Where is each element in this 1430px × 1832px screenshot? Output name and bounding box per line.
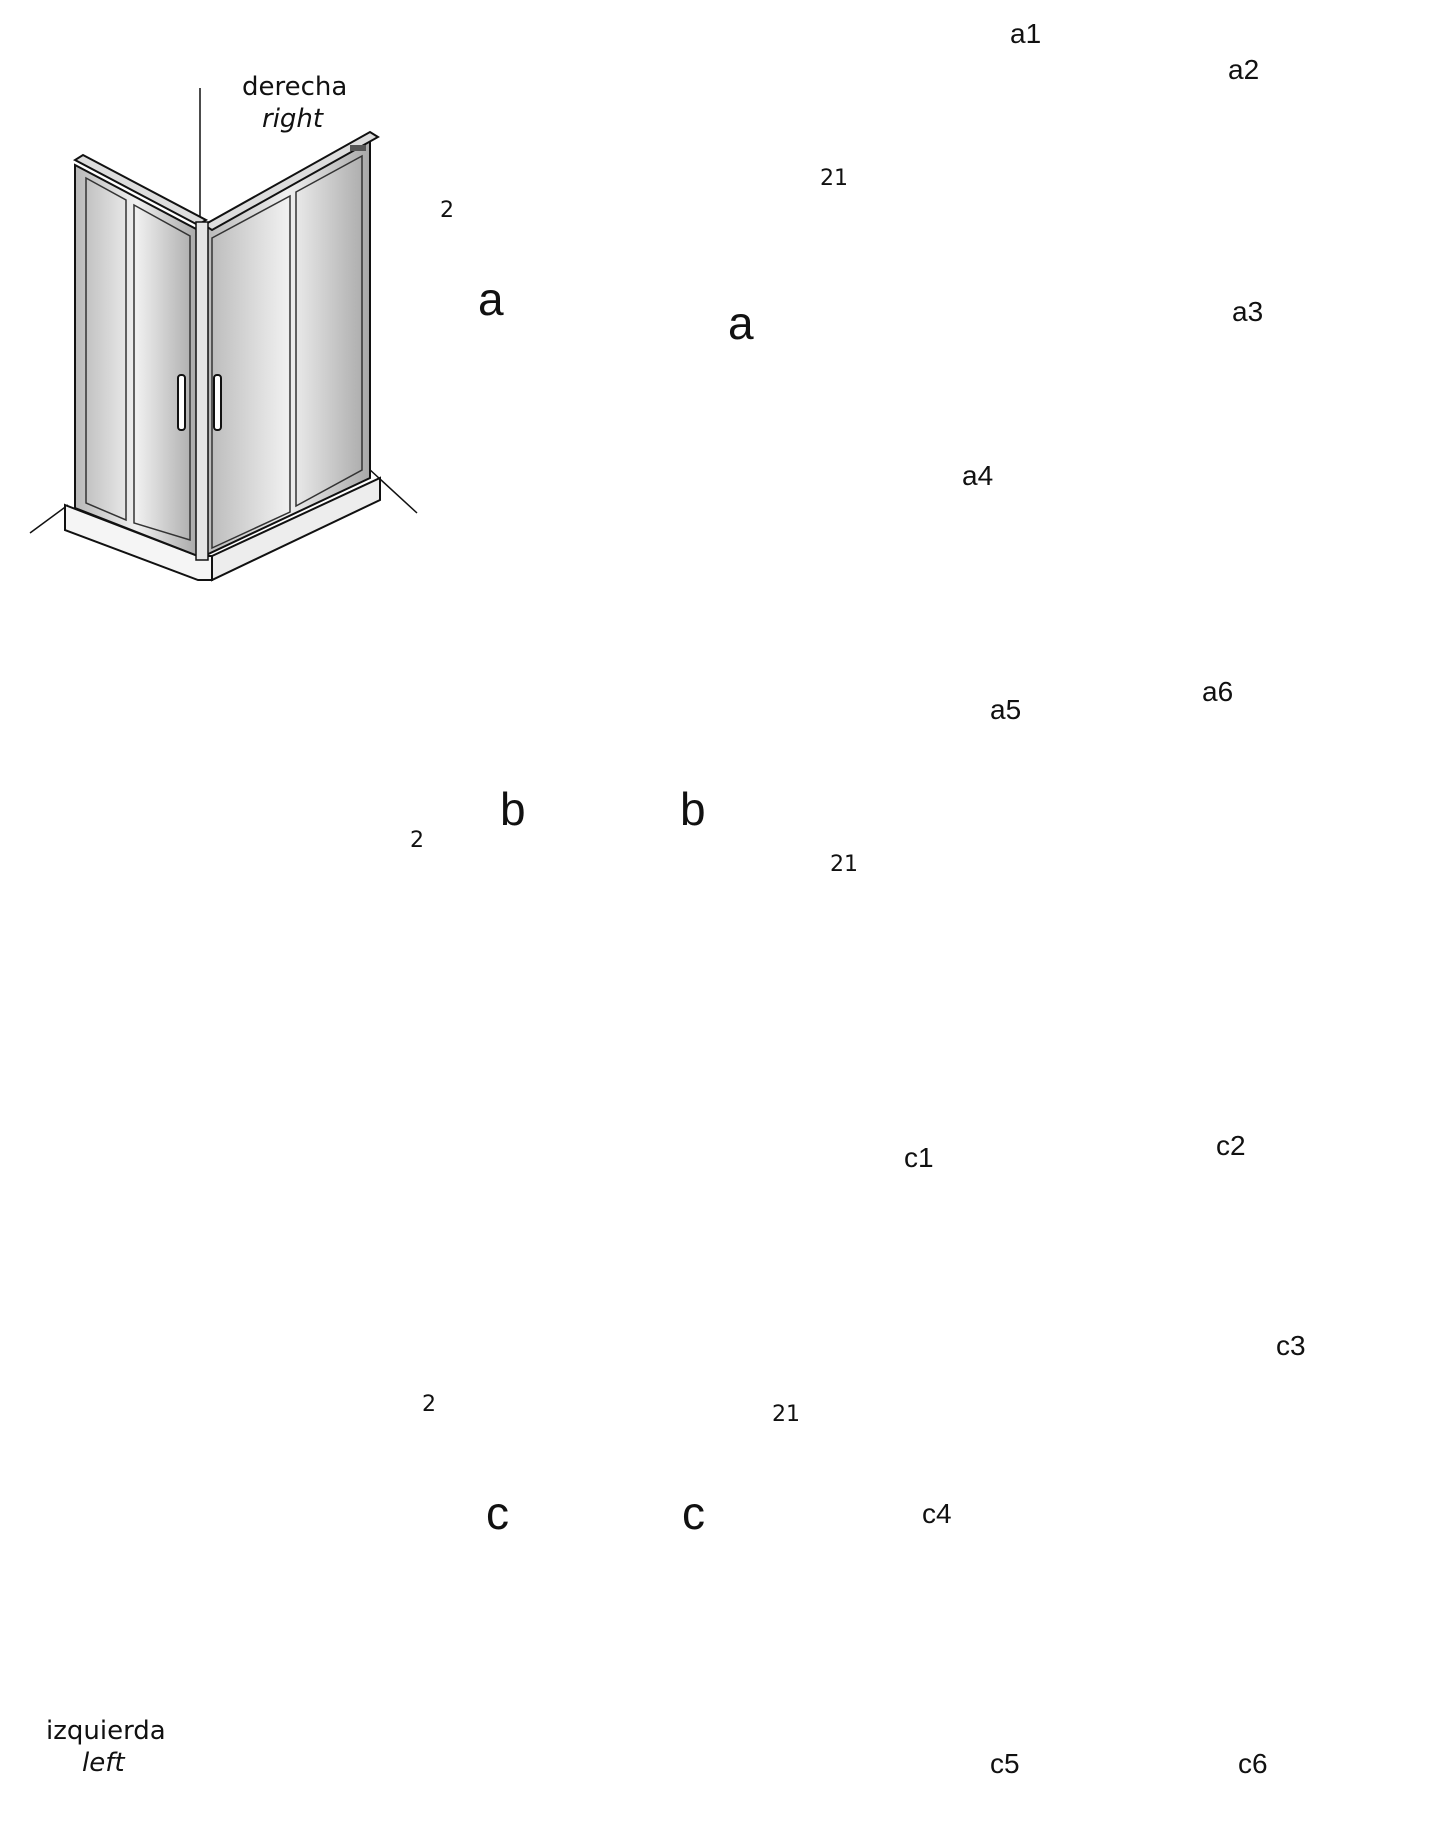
step-a5-label: a5 <box>990 694 1022 725</box>
orientation-left-es-label: izquierda <box>46 1716 166 1746</box>
step-c2-label: c2 <box>1216 1130 1246 1161</box>
step-c5-label: c5 <box>990 1748 1020 1779</box>
orientation-right-es-label: derecha <box>242 72 348 102</box>
orientation-left-en-label: left <box>82 1748 125 1778</box>
step-a6-label: a6 <box>1202 676 1234 707</box>
step-c3-label: c3 <box>1276 1330 1306 1361</box>
orientation-right-en-label: right <box>262 104 324 134</box>
step-a4-label: a4 <box>962 460 994 491</box>
part-number-2-stage-c: 2 <box>422 1392 436 1417</box>
stage-a-label-narrow: a <box>478 273 504 325</box>
stage-c-label-narrow: c <box>486 1487 509 1539</box>
stage-c-label-wide: c <box>682 1487 705 1539</box>
step-a2-label: a2 <box>1228 54 1260 85</box>
stage-b-label-narrow: b <box>500 783 526 835</box>
part-number-2-stage-a: 2 <box>440 198 454 223</box>
shower-enclosure-right-icon <box>29 88 418 582</box>
step-c4-label: c4 <box>922 1498 952 1529</box>
step-a3-label: a3 <box>1232 296 1264 327</box>
step-c6-label: c6 <box>1238 1748 1268 1779</box>
part-number-2-stage-b: 2 <box>410 828 424 853</box>
part-number-21-stage-b: 21 <box>830 852 858 877</box>
stage-a-label-wide: a <box>728 297 754 349</box>
part-number-21-stage-a: 21 <box>820 166 848 191</box>
step-a1-label: a1 <box>1010 18 1042 49</box>
part-number-21-stage-c: 21 <box>772 1402 800 1427</box>
step-c1-label: c1 <box>904 1142 934 1173</box>
stage-b-label-wide: b <box>680 783 706 835</box>
